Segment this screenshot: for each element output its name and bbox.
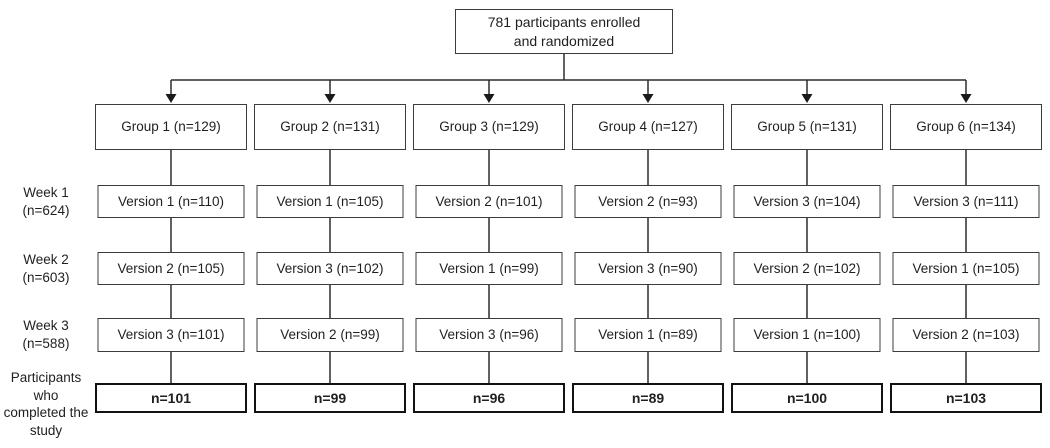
week1-version-box: Version 3 (n=111) bbox=[892, 185, 1040, 218]
week3-version-box: Version 3 (n=96) bbox=[415, 318, 563, 352]
week2-version-box: Version 2 (n=105) bbox=[97, 252, 245, 285]
arrowhead-icon bbox=[165, 94, 972, 103]
completed-count-box: n=89 bbox=[572, 383, 724, 413]
week1-version-box: Version 3 (n=104) bbox=[733, 185, 881, 218]
group-box: Group 3 (n=129) bbox=[413, 104, 565, 150]
row-label-week2: Week 2 (n=603) bbox=[22, 252, 70, 285]
week2-version-box: Version 2 (n=102) bbox=[733, 252, 881, 285]
week2-version-box: Version 1 (n=105) bbox=[892, 252, 1040, 285]
week2-version-box: Version 1 (n=99) bbox=[415, 252, 563, 285]
group-box: Group 2 (n=131) bbox=[254, 104, 406, 150]
week2-version-box: Version 3 (n=102) bbox=[256, 252, 404, 285]
group-box: Group 6 (n=134) bbox=[890, 104, 1042, 150]
enrollment-box: 781 participants enrolled and randomized bbox=[455, 9, 673, 54]
group-box: Group 5 (n=131) bbox=[731, 104, 883, 150]
group-box: Group 1 (n=129) bbox=[95, 104, 247, 150]
week3-version-box: Version 3 (n=101) bbox=[97, 318, 245, 352]
row-label-completed: Participants who completed the study bbox=[3, 370, 89, 438]
week1-version-box: Version 1 (n=110) bbox=[97, 185, 245, 218]
row-label-week3: Week 3 (n=588) bbox=[22, 318, 70, 351]
week1-version-box: Version 1 (n=105) bbox=[256, 185, 404, 218]
week2-version-box: Version 3 (n=90) bbox=[574, 252, 722, 285]
week3-version-box: Version 2 (n=103) bbox=[892, 318, 1040, 352]
group-box: Group 4 (n=127) bbox=[572, 104, 724, 150]
completed-count-box: n=99 bbox=[254, 383, 406, 413]
week1-version-box: Version 2 (n=101) bbox=[415, 185, 563, 218]
completed-count-box: n=100 bbox=[731, 383, 883, 413]
week3-version-box: Version 1 (n=100) bbox=[733, 318, 881, 352]
week3-version-box: Version 1 (n=89) bbox=[574, 318, 722, 352]
completed-count-box: n=101 bbox=[95, 383, 247, 413]
week3-version-box: Version 2 (n=99) bbox=[256, 318, 404, 352]
completed-count-box: n=96 bbox=[413, 383, 565, 413]
row-label-week1: Week 1 (n=624) bbox=[22, 185, 70, 218]
completed-count-box: n=103 bbox=[890, 383, 1042, 413]
week1-version-box: Version 2 (n=93) bbox=[574, 185, 722, 218]
